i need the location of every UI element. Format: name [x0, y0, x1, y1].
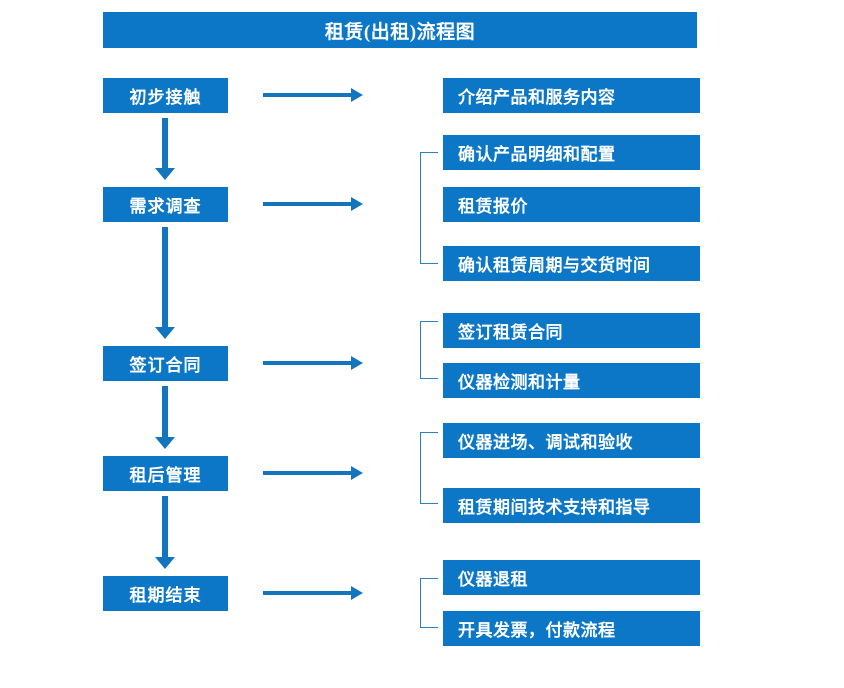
group-bracket-icon-2 — [420, 321, 438, 379]
detail-box-9[interactable]: 仪器退租 — [443, 560, 700, 595]
arrow-down-icon-3 — [155, 386, 175, 449]
arrow-right-icon-1 — [263, 88, 363, 102]
arrow-right-icon-3 — [263, 356, 363, 370]
stage-box-1[interactable]: 初步接触 — [103, 78, 228, 113]
detail-box-5[interactable]: 签订租赁合同 — [443, 313, 700, 348]
stage-box-3[interactable]: 签订合同 — [103, 346, 228, 381]
stage-box-4[interactable]: 租后管理 — [103, 456, 228, 491]
arrow-right-icon-4 — [263, 466, 363, 480]
detail-box-7[interactable]: 仪器进场、调试和验收 — [443, 423, 700, 458]
page-title: 租赁(出租)流程图 — [103, 12, 697, 48]
group-bracket-icon-1 — [420, 152, 438, 264]
detail-box-6[interactable]: 仪器检测和计量 — [443, 363, 700, 398]
detail-box-10[interactable]: 开具发票，付款流程 — [443, 611, 700, 646]
arrow-down-icon-2 — [155, 227, 175, 339]
stage-box-5[interactable]: 租期结束 — [103, 576, 228, 611]
arrow-down-icon-4 — [155, 496, 175, 569]
stage-box-2[interactable]: 需求调查 — [103, 187, 228, 222]
detail-box-8[interactable]: 租赁期间技术支持和指导 — [443, 488, 700, 523]
arrow-right-icon-5 — [263, 586, 363, 600]
arrow-down-icon-1 — [155, 118, 175, 180]
arrow-right-icon-2 — [263, 197, 363, 211]
detail-box-2[interactable]: 确认产品明细和配置 — [443, 135, 700, 170]
detail-box-1[interactable]: 介绍产品和服务内容 — [443, 78, 700, 113]
detail-box-4[interactable]: 确认租赁周期与交货时间 — [443, 246, 700, 281]
group-bracket-icon-3 — [420, 432, 438, 504]
detail-box-3[interactable]: 租赁报价 — [443, 187, 700, 222]
group-bracket-icon-4 — [420, 578, 438, 628]
